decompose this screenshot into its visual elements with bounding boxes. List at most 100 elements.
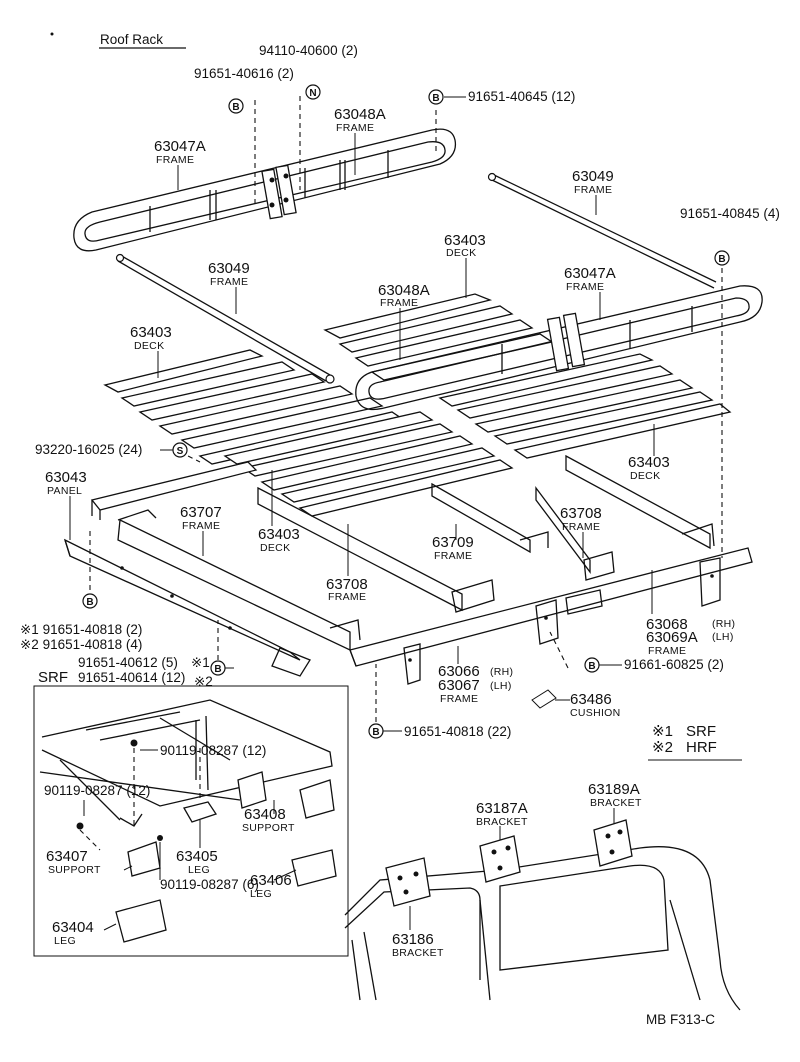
part-labels-main: 94110-40600 (2) 91651-40616 (2) 91651-40… xyxy=(20,43,780,761)
label-40612-mark: ※1 xyxy=(191,655,210,670)
label-63049-right-name: FRAME xyxy=(574,184,612,196)
legend-1-mark: ※1 xyxy=(652,723,673,740)
label-63406-num: 63406 xyxy=(250,872,292,889)
label-63049-right-num: 63049 xyxy=(572,168,614,185)
label-63408-name: SUPPORT xyxy=(242,822,295,834)
svg-text:S: S xyxy=(177,446,184,457)
label-63406-name: LEG xyxy=(250,888,272,900)
label-90119-top: 90119-08287 (12) xyxy=(160,743,266,758)
frame-63709 xyxy=(431,482,549,554)
callout-b-7: B xyxy=(368,723,384,739)
label-63068-tag: (RH) xyxy=(712,618,735,630)
bracket-63187A: 63187A BRACKET xyxy=(476,800,528,883)
label-63404-name: LEG xyxy=(54,935,76,947)
label-63707-num: 63707 xyxy=(180,504,222,521)
label-63049-left-name: FRAME xyxy=(210,276,248,288)
label-63066-tag: (RH) xyxy=(490,666,513,678)
srf-inset-border xyxy=(33,685,349,957)
cross-bar-63049-left xyxy=(115,253,335,384)
label-93220: 93220-16025 (24) xyxy=(35,442,142,457)
label-63408-num: 63408 xyxy=(244,806,286,823)
label-40818-4: ※2 91651-40818 (4) xyxy=(20,637,142,652)
bracket-63186: 63186 BRACKET xyxy=(385,857,444,959)
label-63708-center-num: 63708 xyxy=(326,576,368,593)
svg-text:B: B xyxy=(372,727,379,738)
callout-b-3: B xyxy=(714,250,730,266)
svg-text:B: B xyxy=(232,102,239,113)
label-63403-right-name: DECK xyxy=(630,470,660,482)
label-63189A-name: BRACKET xyxy=(590,797,642,809)
svg-text:B: B xyxy=(214,664,221,675)
solid-leaders xyxy=(69,96,655,732)
svg-text:B: B xyxy=(588,661,595,672)
callout-n-1: N xyxy=(305,84,321,100)
label-40614: 91651-40614 (12) xyxy=(78,670,185,685)
label-63404-num: 63404 xyxy=(52,919,94,936)
label-63405-num: 63405 xyxy=(176,848,218,865)
label-63187A-name: BRACKET xyxy=(476,816,528,828)
label-63048A-top-num: 63048A xyxy=(334,106,386,123)
label-63403-left-num: 63403 xyxy=(130,324,172,341)
legend-2-text: HRF xyxy=(686,739,717,756)
panel-63043 xyxy=(90,461,258,520)
speck xyxy=(50,32,54,36)
label-63043-name: PANEL xyxy=(47,485,82,497)
label-63067-num: 63067 xyxy=(438,677,480,694)
callout-s-1: S xyxy=(172,442,188,458)
label-63186-name: BRACKET xyxy=(392,947,444,959)
label-63403-right-num: 63403 xyxy=(628,454,670,471)
frame-63708-right xyxy=(535,486,615,581)
label-63407-num: 63407 xyxy=(46,848,88,865)
label-63047A-right-name: FRAME xyxy=(566,281,604,293)
label-40614-mark: ※2 xyxy=(194,674,213,689)
main-frame-lower xyxy=(349,547,753,685)
label-63186-num: 63186 xyxy=(392,931,434,948)
vehicle-body xyxy=(344,846,741,1011)
label-40818-22: 91651-40818 (22) xyxy=(404,724,511,739)
deck-center xyxy=(223,411,514,517)
svg-text:B: B xyxy=(432,93,439,104)
callout-b-4: B xyxy=(82,593,98,609)
label-40612: 91651-40612 (5) xyxy=(78,655,178,670)
legend-2-mark: ※2 xyxy=(652,739,673,756)
label-91651-40616: 91651-40616 (2) xyxy=(194,66,294,81)
label-63403-center-num: 63403 xyxy=(258,526,300,543)
label-63047A-top-num: 63047A xyxy=(154,138,206,155)
label-94110: 94110-40600 (2) xyxy=(259,43,358,58)
label-63189A-num: 63189A xyxy=(588,781,640,798)
label-91661: 91661-60825 (2) xyxy=(624,657,724,672)
label-63707-name: FRAME xyxy=(182,520,220,532)
label-63708-right-name: FRAME xyxy=(562,521,600,533)
label-63709-num: 63709 xyxy=(432,534,474,551)
label-63048A-mid-name: FRAME xyxy=(380,297,418,309)
deck-right xyxy=(438,353,732,459)
label-srf: SRF xyxy=(38,669,68,686)
label-63068-num: 63068 xyxy=(646,616,688,633)
label-63403-left-name: DECK xyxy=(134,340,164,352)
bracket-63189A: 63189A BRACKET xyxy=(588,781,642,867)
label-63049-left-num: 63049 xyxy=(208,260,250,277)
label-90119-left: 90119-08287 (12) xyxy=(44,783,150,798)
label-63068-name: FRAME xyxy=(648,645,686,657)
title-text: Roof Rack xyxy=(100,32,163,47)
callout-markers: B N B B S B B B B xyxy=(82,84,730,739)
label-63069A-num: 63069A xyxy=(646,629,698,646)
label-63708-center-name: FRAME xyxy=(328,591,366,603)
cushion-63486 xyxy=(531,689,557,709)
right-frame-assembly xyxy=(355,285,763,411)
callout-b-2: B xyxy=(428,89,444,105)
legend-1-text: SRF xyxy=(686,723,716,740)
srf-inset: 90119-08287 (12) 90119-08287 (12) 63408 … xyxy=(33,685,349,957)
label-63048A-mid-num: 63048A xyxy=(378,282,430,299)
label-63486-num: 63486 xyxy=(570,691,612,708)
label-63043-num: 63043 xyxy=(45,469,87,486)
dashed-leaders xyxy=(89,96,723,722)
label-63187A-num: 63187A xyxy=(476,800,528,817)
svg-text:B: B xyxy=(718,254,725,265)
label-63066-name: FRAME xyxy=(440,693,478,705)
side-rail-left xyxy=(63,538,311,677)
label-90119-6: 90119-08287 (6) xyxy=(160,877,259,892)
label-91651-40845: 91651-40845 (4) xyxy=(680,206,780,221)
label-63709-name: FRAME xyxy=(434,550,472,562)
